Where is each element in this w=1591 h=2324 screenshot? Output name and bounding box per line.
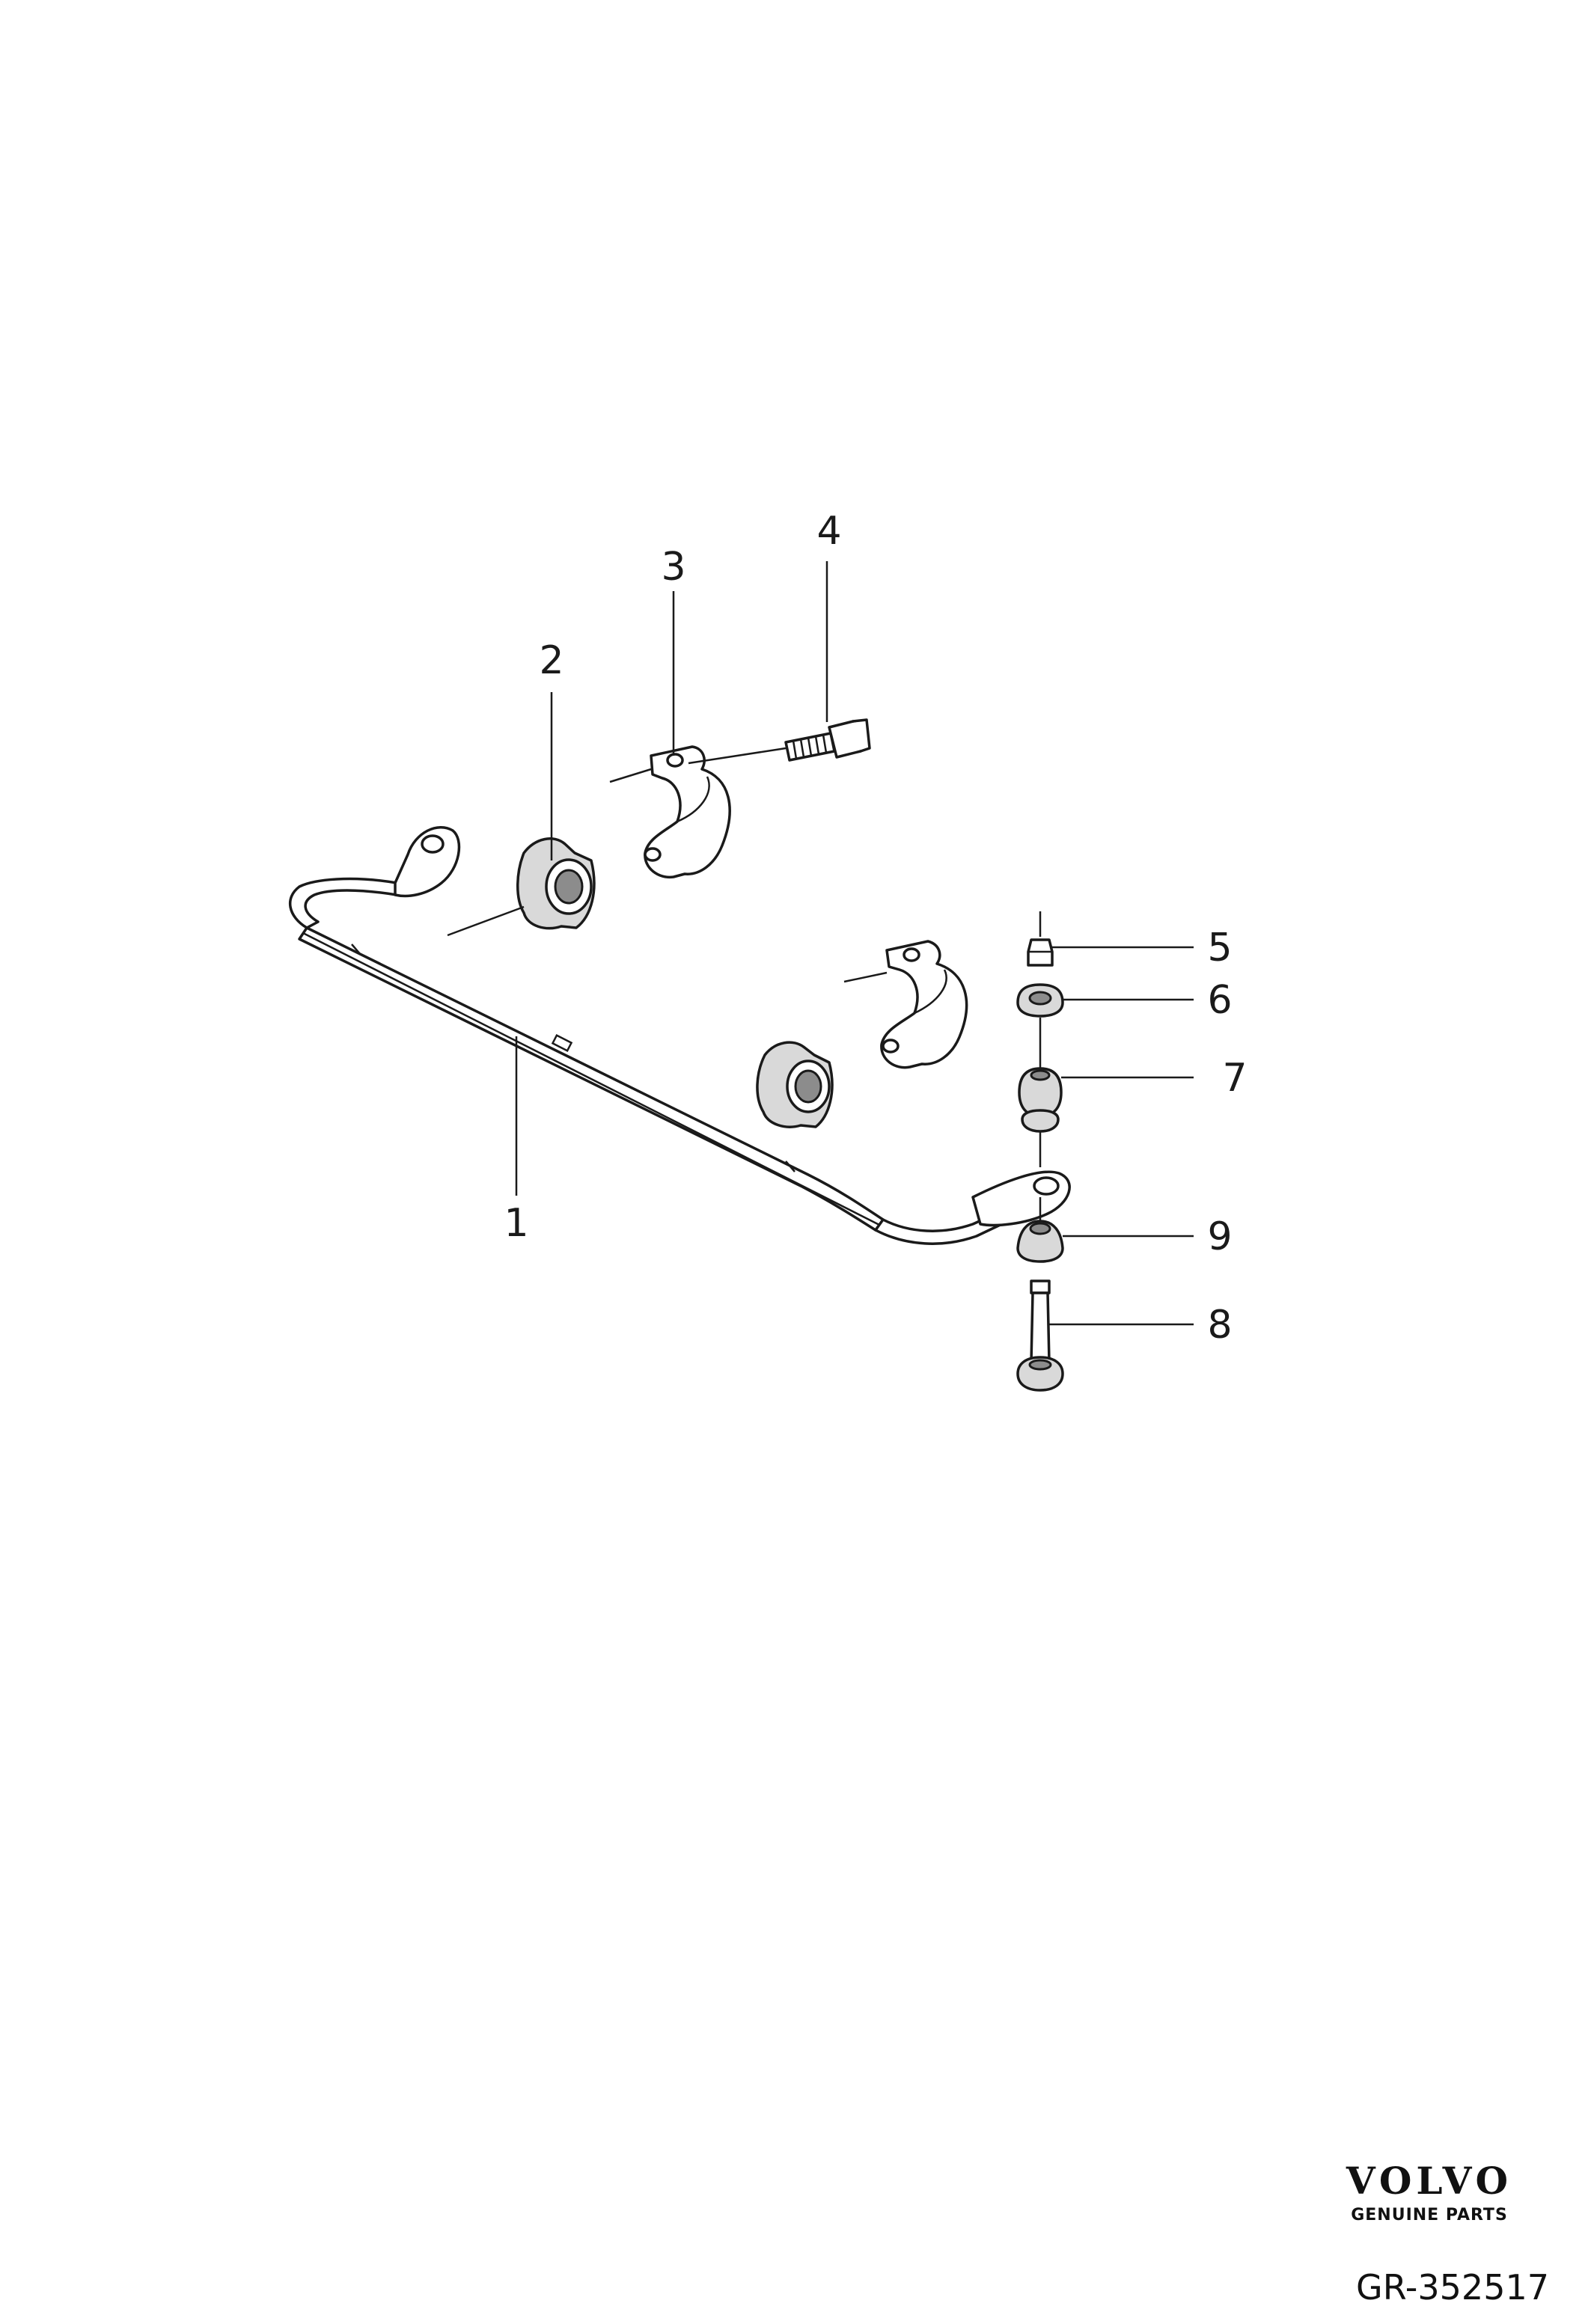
leader-lines <box>447 561 1194 1326</box>
bracket-upper[interactable] <box>644 745 731 879</box>
callout-6: 6 <box>1207 978 1232 1023</box>
callout-5: 5 <box>1207 926 1232 970</box>
bushing-lower[interactable] <box>756 1041 834 1128</box>
link-nut[interactable] <box>1027 938 1054 967</box>
figure-id: GR-352517 <box>1356 2267 1549 2308</box>
volvo-logo-text: VOLVO <box>1346 2159 1513 2203</box>
callout-labels: 1 2 3 4 5 6 7 8 9 <box>504 509 1247 1348</box>
callout-4: 4 <box>816 509 841 554</box>
bolt[interactable] <box>784 718 871 762</box>
callout-3: 3 <box>661 545 685 590</box>
callout-2: 2 <box>539 638 564 683</box>
callout-1: 1 <box>504 1201 528 1246</box>
callout-8: 8 <box>1207 1303 1232 1348</box>
bracket-lower[interactable] <box>880 940 968 1069</box>
callout-9: 9 <box>1207 1214 1232 1259</box>
link-upper-bushing[interactable] <box>1018 1067 1063 1133</box>
genuine-parts-tagline: GENUINE PARTS <box>1351 2206 1508 2224</box>
stabilizer-bar[interactable] <box>288 826 1071 1245</box>
link-washer[interactable] <box>1016 983 1064 1018</box>
link-bolt[interactable] <box>1016 1279 1064 1392</box>
bushing-upper[interactable] <box>516 837 596 930</box>
callout-7: 7 <box>1222 1056 1247 1101</box>
link-lower-bushing[interactable] <box>1016 1220 1064 1263</box>
volvo-genuine-parts-logo: VOLVO GENUINE PARTS <box>1317 2159 1542 2225</box>
